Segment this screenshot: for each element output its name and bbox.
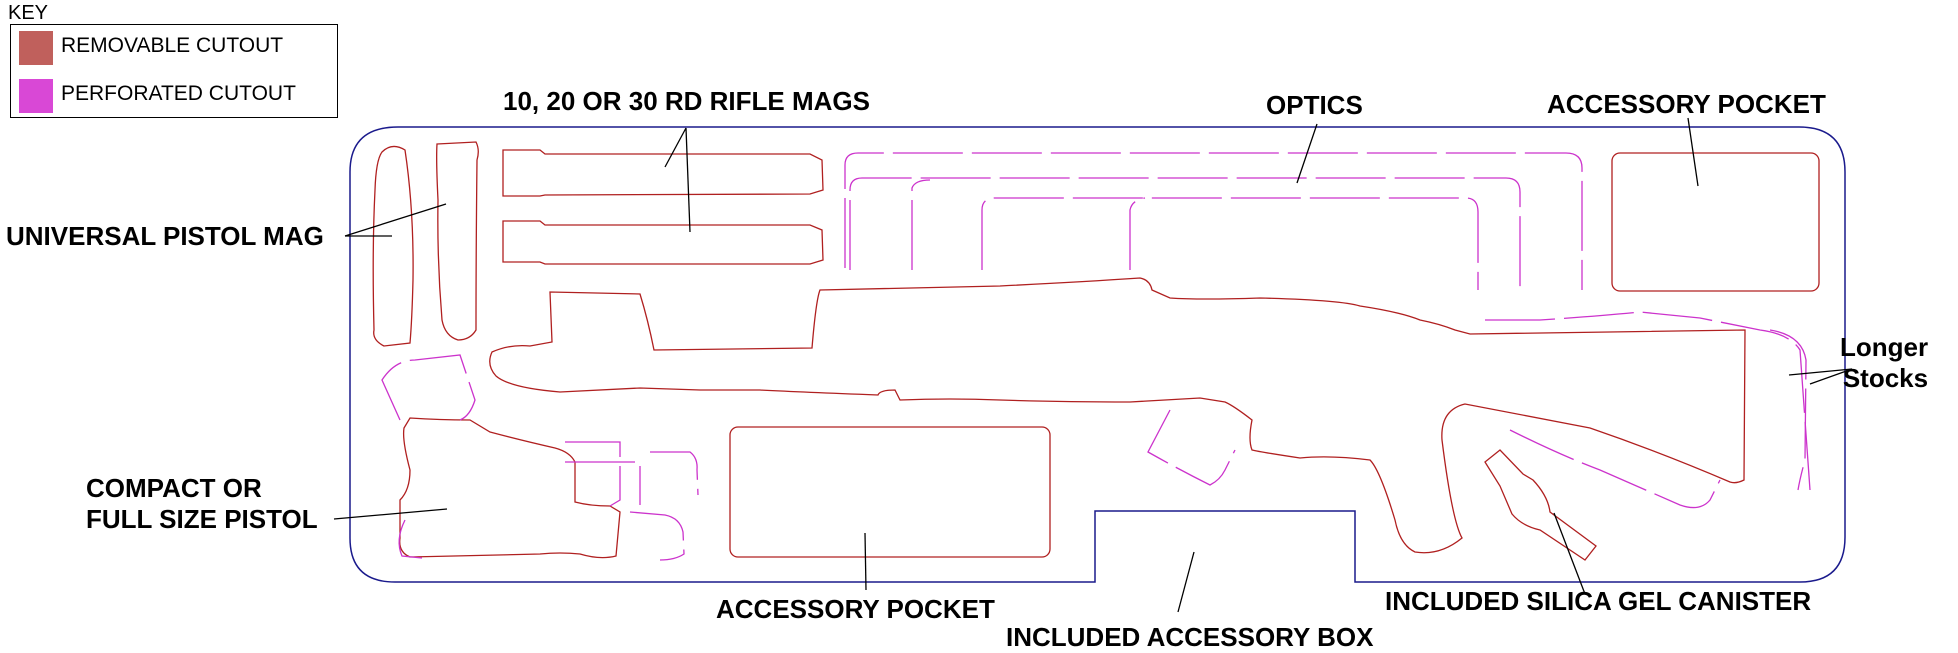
optics-perforation-top <box>844 152 1583 290</box>
leader-rifle-mag-1 <box>664 127 687 168</box>
accessory-pocket-top-cutout <box>1611 152 1820 292</box>
leader-optics <box>1296 123 1318 184</box>
key-title: KEY <box>8 2 49 24</box>
pistol-mag-cutout-left <box>372 145 414 347</box>
leader-accessory-bottom <box>864 532 867 591</box>
pistol-perforation-upper <box>381 354 476 421</box>
pistol-perforation-block-1 <box>565 441 621 507</box>
leader-pistol-mag-2 <box>344 203 447 237</box>
label-rifle-mags: 10, 20 OR 30 RD RIFLE MAGS <box>503 86 870 116</box>
optics-perforation-inner-2 <box>981 197 1479 290</box>
label-silica-gel: INCLUDED SILICA GEL CANISTER <box>1385 586 1812 616</box>
leader-pistol <box>333 508 448 520</box>
label-optics: OPTICS <box>1266 90 1363 120</box>
rifle-mag-cutout-top <box>502 149 824 197</box>
leader-stock-2 <box>1809 368 1853 385</box>
label-universal-pistol-mag: UNIVERSAL PISTOL MAG <box>6 221 324 251</box>
legend-removable-label: REMOVABLE CUTOUT <box>61 34 284 57</box>
leader-rifle-mag-2 <box>685 127 691 233</box>
accessory-pocket-bottom-cutout <box>729 426 1051 558</box>
label-pistol: COMPACT OR FULL SIZE PISTOL <box>86 473 318 534</box>
leader-accessory-box <box>1177 551 1195 613</box>
leader-stock-1 <box>1788 368 1853 376</box>
removable-cutouts <box>372 141 1820 561</box>
pistol-mag-cutout-right <box>436 141 479 341</box>
legend-perforated-label: PERFORATED CUTOUT <box>61 82 296 105</box>
label-accessory-pocket-bottom: ACCESSORY POCKET <box>716 594 995 624</box>
perforated-cutouts <box>381 152 1811 561</box>
removable-swatch <box>19 31 53 65</box>
perforated-swatch <box>19 79 53 113</box>
stock-perforation-right <box>1769 329 1807 491</box>
label-accessory-box: INCLUDED ACCESSORY BOX <box>1006 622 1374 652</box>
leader-lines <box>333 117 1853 613</box>
optics-perforation-inner-1 <box>911 179 931 270</box>
pistol-perforation-lower <box>398 519 423 559</box>
stock-perforation-top <box>1485 311 1811 491</box>
pistol-perforation-block-2 <box>565 461 641 505</box>
pistol-cutout <box>399 417 621 559</box>
optics-perforation-mid <box>849 177 1521 288</box>
label-accessory-pocket-top: ACCESSORY POCKET <box>1547 89 1826 119</box>
silica-canister-cutout <box>1484 449 1597 561</box>
case-outline <box>349 126 1846 583</box>
pistol-perforation-trigger <box>629 511 685 561</box>
rifle-mag-cutout-bottom <box>502 220 824 265</box>
leader-accessory-top <box>1687 117 1699 187</box>
leader-silica <box>1553 512 1586 595</box>
label-longer-stocks: Longer Stocks <box>1840 332 1929 393</box>
gun-perforation-grip <box>1147 409 1236 486</box>
rifle-cutout <box>489 277 1746 554</box>
pistol-perforation-block-3 <box>650 451 699 496</box>
stock-perforation-lower <box>1509 429 1721 509</box>
optics-perforation-inner-3 <box>1129 197 1146 270</box>
legend: REMOVABLE CUTOUT PERFORATED CUTOUT <box>10 24 338 118</box>
